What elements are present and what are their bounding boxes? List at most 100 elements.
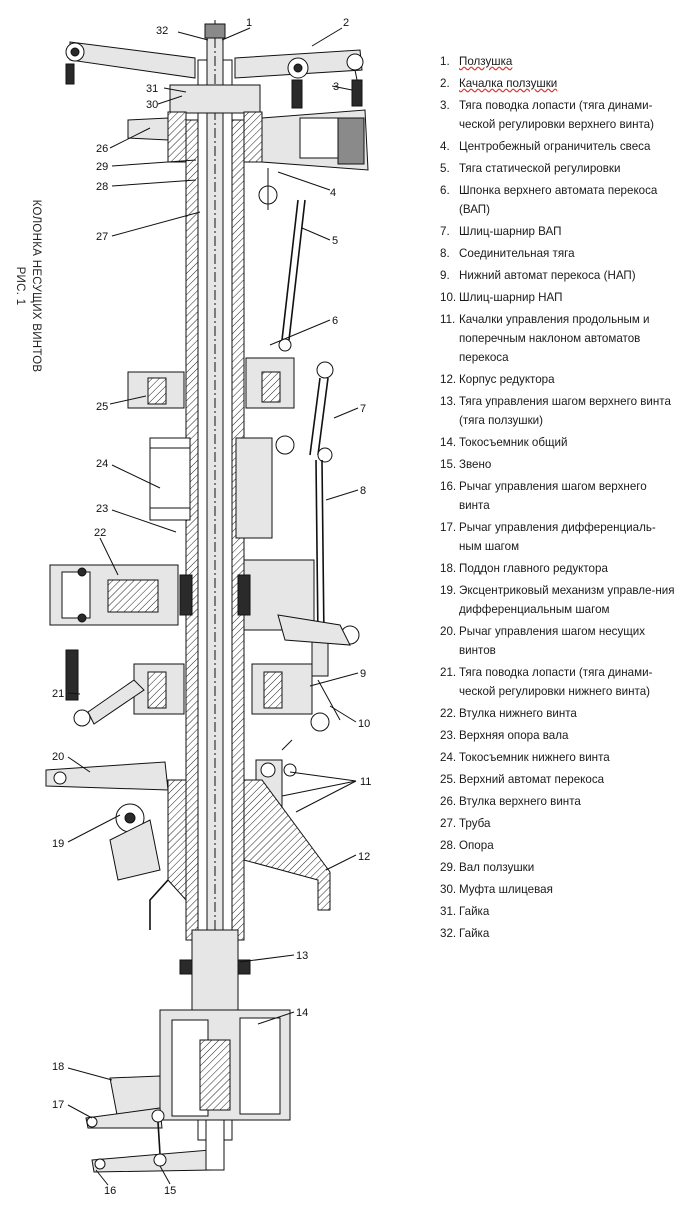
callout-14: 14 bbox=[257, 1007, 308, 1025]
svg-text:13: 13 bbox=[296, 950, 308, 962]
legend-item: 17.Рычаг управления дифференциаль-ным ша… bbox=[440, 521, 656, 553]
svg-text:7: 7 bbox=[360, 403, 366, 415]
svg-text:16: 16 bbox=[104, 1185, 116, 1197]
svg-text:21: 21 bbox=[52, 688, 64, 700]
bottom-control-levers bbox=[85, 1107, 225, 1173]
legend-item: 10.Шлиц-шарнир НАП bbox=[440, 291, 563, 304]
svg-text:23: 23 bbox=[96, 503, 108, 515]
legend-item: 25.Верхний автомат перекоса bbox=[440, 773, 605, 786]
callout-22: 22 bbox=[94, 527, 119, 576]
callout-28: 28 bbox=[96, 179, 197, 193]
legend-item: 22.Втулка нижнего винта bbox=[440, 707, 577, 720]
legend-item: 15.Звено bbox=[440, 458, 492, 471]
callout-9: 9 bbox=[309, 668, 366, 687]
lower-rotor-hub bbox=[49, 559, 360, 646]
lower-dynamic-rod bbox=[65, 649, 145, 727]
legend-item: 23.Верхняя опора вала bbox=[440, 729, 569, 742]
callouts: 1 2 3 4 5 6 7 8 9 10 11 12 13 14 15 16 1… bbox=[52, 17, 371, 1197]
legend-item: 4.Центробежный ограничитель свеса bbox=[440, 140, 651, 153]
svg-text:9: 9 bbox=[360, 668, 366, 680]
callout-8: 8 bbox=[325, 485, 366, 501]
callout-10: 10 bbox=[329, 705, 370, 730]
callout-31: 31 bbox=[146, 83, 187, 95]
callout-20: 20 bbox=[52, 751, 91, 773]
svg-text:4: 4 bbox=[330, 187, 336, 199]
callout-17: 17 bbox=[52, 1099, 93, 1119]
callout-23: 23 bbox=[96, 503, 177, 533]
legend-item: 2.Качалка ползушки bbox=[440, 77, 558, 90]
svg-text:14: 14 bbox=[296, 1007, 308, 1019]
svg-text:25: 25 bbox=[96, 401, 108, 413]
legend-item: 3.Тяга поводка лопасти (тяга динами-ческ… bbox=[440, 99, 654, 131]
callout-29: 29 bbox=[96, 159, 197, 173]
callout-6: 6 bbox=[269, 315, 338, 346]
legend-item: 27.Труба bbox=[440, 817, 491, 830]
callout-15: 15 bbox=[159, 1165, 176, 1197]
svg-text:3: 3 bbox=[333, 81, 339, 93]
legend-item: 30.Муфта шлицевая bbox=[440, 883, 553, 896]
legend-item: 16.Рычаг управления шагом верхнего винта bbox=[440, 480, 647, 512]
legend-item: 7.Шлиц-шарнир ВАП bbox=[440, 225, 562, 238]
callout-24: 24 bbox=[96, 458, 161, 489]
callout-5: 5 bbox=[301, 227, 338, 247]
svg-text:15: 15 bbox=[164, 1185, 176, 1197]
svg-text:32: 32 bbox=[156, 25, 168, 37]
legend-item: 12.Корпус редуктора bbox=[440, 373, 555, 386]
callout-7: 7 bbox=[333, 403, 366, 419]
svg-text:29: 29 bbox=[96, 161, 108, 173]
callout-26: 26 bbox=[96, 127, 151, 155]
legend-item: 24.Токосъемник нижнего винта bbox=[440, 751, 610, 764]
legend-item: 32.Гайка bbox=[440, 927, 490, 940]
svg-text:12: 12 bbox=[358, 851, 370, 863]
callout-21: 21 bbox=[52, 688, 81, 700]
svg-text:27: 27 bbox=[96, 231, 108, 243]
legend-item: 21.Тяга поводка лопасти (тяга динами-чес… bbox=[440, 666, 653, 698]
legend-item: 31.Гайка bbox=[440, 905, 490, 918]
svg-text:5: 5 bbox=[332, 235, 338, 247]
callout-16: 16 bbox=[95, 1169, 116, 1197]
legend-item: 8.Соединительная тяга bbox=[440, 247, 575, 260]
legend-item: 19.Эксцентриковый механизм управле-ния д… bbox=[440, 584, 675, 616]
callout-13: 13 bbox=[239, 950, 308, 963]
svg-text:19: 19 bbox=[52, 838, 64, 850]
eccentric-mechanism bbox=[109, 803, 161, 881]
svg-text:1: 1 bbox=[246, 17, 252, 29]
legend-item: 9.Нижний автомат перекоса (НАП) bbox=[440, 269, 636, 282]
svg-text:26: 26 bbox=[96, 143, 108, 155]
legend-item: 20.Рычаг управления шагом несущих винтов bbox=[440, 625, 646, 657]
svg-text:6: 6 bbox=[332, 315, 338, 327]
lower-current-collector bbox=[149, 435, 333, 539]
pitch-lever bbox=[45, 761, 169, 791]
callout-12: 12 bbox=[325, 851, 370, 871]
legend-item: 26.Втулка верхнего винта bbox=[440, 795, 581, 808]
svg-text:24: 24 bbox=[96, 458, 108, 470]
legend-item: 28.Опора bbox=[440, 839, 494, 852]
svg-text:2: 2 bbox=[343, 17, 349, 29]
callout-32: 32 bbox=[156, 25, 209, 41]
lower-swash-plate bbox=[133, 663, 341, 732]
slider-rocker bbox=[65, 41, 364, 109]
callout-2: 2 bbox=[311, 17, 349, 47]
upper-swash-plate bbox=[127, 357, 334, 456]
legend-item: 13.Тяга управления шагом верхнего винта … bbox=[440, 395, 671, 427]
slider-control-rod bbox=[179, 929, 251, 1021]
legend-item: 1.Ползушка bbox=[440, 55, 513, 68]
parts-legend: 1.Ползушка 2.Качалка ползушки 3.Тяга пов… bbox=[440, 52, 676, 946]
callout-30: 30 bbox=[146, 95, 183, 111]
svg-text:20: 20 bbox=[52, 751, 64, 763]
svg-text:31: 31 bbox=[146, 83, 158, 95]
legend-item: 11.Качалки управления продольным и попер… bbox=[440, 313, 650, 364]
callout-19: 19 bbox=[52, 814, 121, 850]
callout-27: 27 bbox=[96, 211, 201, 243]
svg-text:30: 30 bbox=[146, 99, 158, 111]
callout-18: 18 bbox=[52, 1061, 113, 1081]
legend-item: 18.Поддон главного редуктора bbox=[440, 562, 608, 575]
legend-item: 14.Токосъемник общий bbox=[440, 436, 568, 449]
rotor-column-drawing: 1 2 3 4 5 6 7 8 9 10 11 12 13 14 15 16 1… bbox=[45, 17, 371, 1197]
svg-text:11: 11 bbox=[360, 776, 371, 788]
svg-text:10: 10 bbox=[358, 718, 370, 730]
svg-text:17: 17 bbox=[52, 1099, 64, 1111]
callout-1: 1 bbox=[221, 17, 252, 41]
upper-rotor-hub bbox=[127, 84, 369, 210]
gearbox-housing bbox=[149, 779, 331, 930]
